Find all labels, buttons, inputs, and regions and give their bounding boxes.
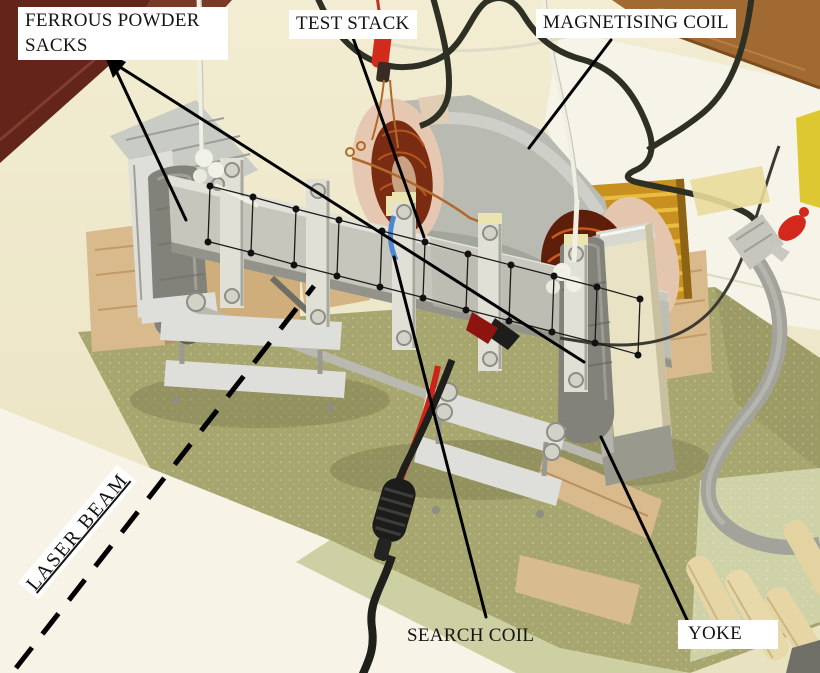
leader-yoke (599, 435, 691, 626)
grey-corner-object (786, 640, 820, 673)
grey-cable (690, 166, 820, 555)
leader-ferrous-sack-left (110, 60, 188, 222)
leader-lines (103, 33, 691, 626)
yellow-folder (796, 110, 820, 208)
laser-beam-dashed-line (14, 284, 316, 670)
masking-tape (690, 166, 770, 216)
black-red-clip (466, 312, 520, 350)
duct-tape (728, 214, 784, 270)
support-fixture-left (160, 288, 346, 412)
marker-dot-grid (204, 182, 644, 359)
leader-search-coil (392, 255, 488, 619)
leader-ferrous-sack-right (110, 60, 586, 364)
board-front-bevel (296, 540, 688, 673)
stack-clamp (306, 179, 330, 329)
cable-connector (372, 478, 416, 561)
label-yoke: YOKE (678, 620, 778, 649)
leader-test-stack (350, 33, 426, 239)
label-magnetising-coil: MAGNETISING COIL (536, 9, 736, 38)
label-ferrous-powder-sacks: FERROUS POWDER SACKS (18, 7, 228, 61)
stack-clamp (478, 213, 502, 371)
label-search-coil: SEARCH COIL (407, 625, 535, 646)
leader-magnetising-coil (527, 38, 613, 150)
red-clip-right (770, 207, 809, 262)
label-test-stack: TEST STACK (289, 10, 417, 39)
